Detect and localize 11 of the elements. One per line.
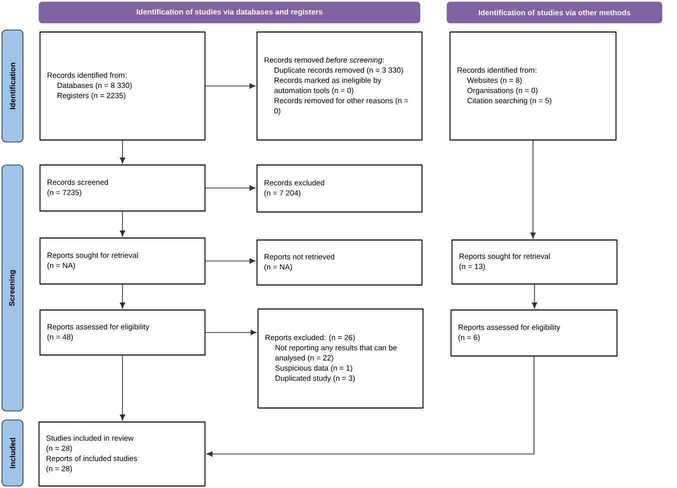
arrow bbox=[530, 140, 536, 238]
arrow bbox=[205, 185, 256, 191]
arrow bbox=[120, 355, 126, 420]
arrow bbox=[532, 284, 538, 308]
arrow bbox=[206, 356, 534, 457]
arrow bbox=[205, 258, 256, 264]
arrow bbox=[120, 211, 126, 236]
arrow bbox=[120, 284, 126, 308]
arrow bbox=[205, 83, 256, 89]
arrow bbox=[120, 140, 126, 164]
arrow bbox=[205, 330, 256, 336]
